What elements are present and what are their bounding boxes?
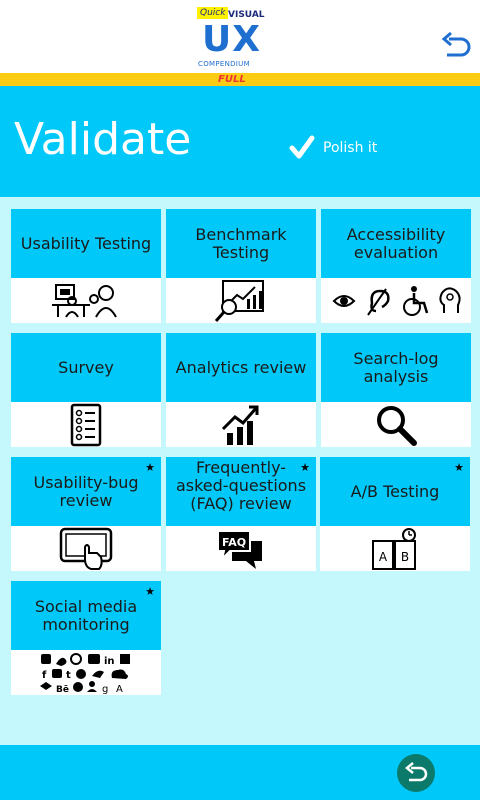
app-header: Quick VISUAL UX COMPENDIUM: [0, 0, 480, 73]
tile-social-media-monitoring[interactable]: Social media monitoring ★ in f t Bē g A: [11, 581, 161, 695]
tile-usability-bug-review[interactable]: Usability-bug review ★: [11, 457, 161, 571]
svg-text:Bē: Bē: [56, 685, 69, 694]
tile-accessibility-evaluation[interactable]: Accessibility evaluation: [321, 209, 471, 323]
tile-label: Frequently-asked-questions (FAQ) review: [175, 458, 307, 513]
logo-ux: UX: [202, 19, 261, 60]
magnifier-icon: [377, 405, 417, 446]
tile-label: Search-log analysis: [353, 348, 439, 386]
tile-survey[interactable]: Survey: [11, 333, 161, 447]
tile-label: Accessibility evaluation: [346, 224, 446, 262]
star-icon: ★: [145, 585, 155, 598]
accessibility-icons: [332, 285, 461, 316]
section-band: Validate: [0, 86, 480, 197]
svg-text:in: in: [104, 656, 115, 667]
logo-visual: VISUAL: [228, 10, 265, 20]
star-icon: ★: [145, 461, 155, 474]
tile-analytics-review[interactable]: Analytics review: [166, 333, 316, 447]
ux-compendium-logo: Quick VISUAL UX COMPENDIUM: [195, 4, 269, 70]
tile-label: Usability-bug review: [33, 472, 139, 510]
undo-icon[interactable]: [440, 31, 472, 61]
tile-benchmark-testing[interactable]: Benchmark Testing: [166, 209, 316, 323]
star-icon: ★: [300, 461, 310, 474]
tile-label: Usability Testing: [20, 233, 152, 253]
usability-testing-icon: [52, 283, 117, 318]
svg-text:t: t: [66, 670, 71, 681]
social-media-icons: in f t Bē g A: [40, 652, 130, 694]
edition-label: FULL: [218, 74, 246, 85]
back-arrow-icon: [405, 762, 428, 782]
tile-usability-testing[interactable]: Usability Testing: [11, 209, 161, 323]
tablet-touch-icon: [59, 527, 113, 570]
logo-quick: Quick: [197, 7, 229, 19]
tile-ab-testing[interactable]: A/B Testing ★ A B: [320, 457, 470, 571]
tile-faq-review[interactable]: Frequently-asked-questions (FAQ) review …: [166, 457, 316, 571]
svg-text:f: f: [42, 670, 47, 681]
faq-speech-icon: FAQ: [217, 529, 262, 569]
tile-search-log-analysis[interactable]: Search-log analysis: [321, 333, 471, 447]
survey-checklist-icon: [70, 403, 102, 446]
svg-text:A: A: [116, 684, 123, 694]
tile-label: Survey: [58, 357, 114, 377]
page-title: Validate: [14, 114, 192, 165]
tile-label: Benchmark Testing: [195, 224, 287, 262]
tile-label: A/B Testing: [350, 481, 440, 501]
checkmark-icon: [289, 135, 315, 159]
logo-compendium: COMPENDIUM: [198, 60, 250, 68]
svg-text:g: g: [102, 684, 108, 694]
tile-label: Social media monitoring: [34, 596, 138, 634]
edition-bar: FULL: [0, 73, 480, 86]
svg-text:A: A: [379, 550, 388, 564]
tile-label: Analytics review: [175, 357, 307, 377]
polish-it-label: Polish it: [323, 140, 378, 156]
polish-it-link[interactable]: Polish it: [289, 134, 377, 162]
star-icon: ★: [454, 461, 464, 474]
svg-text:B: B: [401, 550, 409, 564]
analytics-growth-icon: [221, 405, 259, 445]
back-button[interactable]: [397, 754, 435, 792]
benchmark-chart-icon: [214, 279, 264, 322]
svg-text:FAQ: FAQ: [222, 536, 246, 549]
ab-test-icon: A B: [372, 527, 416, 570]
